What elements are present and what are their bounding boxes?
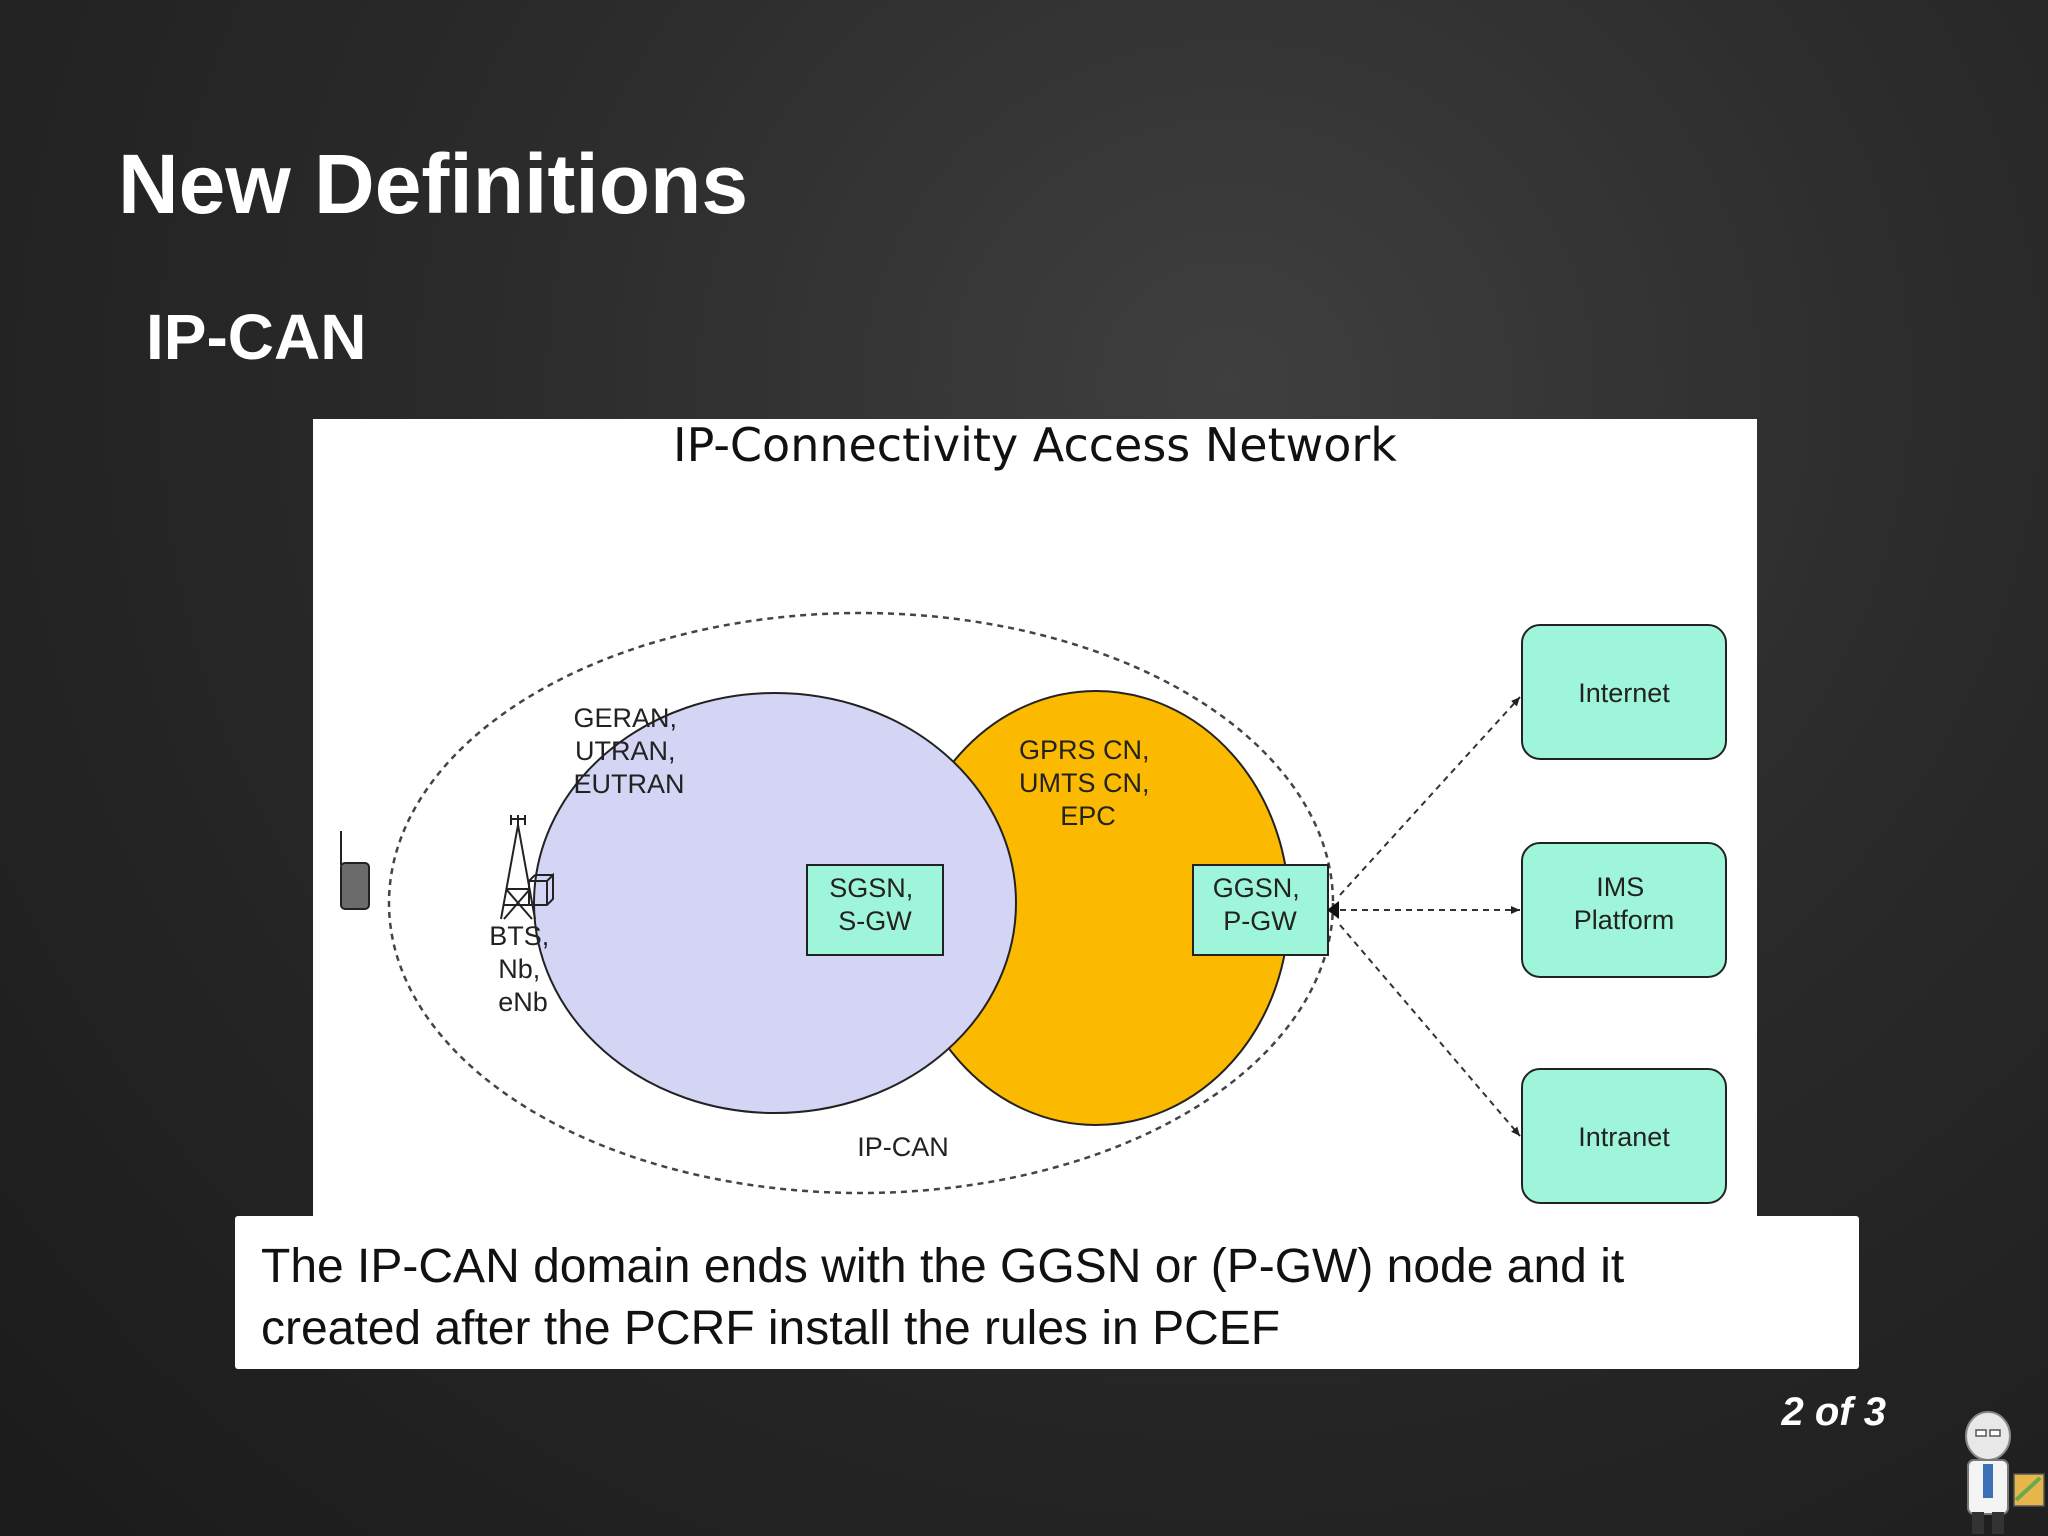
slide-subtitle: IP-CAN xyxy=(146,301,367,373)
arrow-to-intranet xyxy=(1339,924,1521,1137)
mobile-phone-icon xyxy=(340,831,370,910)
ims-platform-node: IMS Platform xyxy=(1521,842,1727,978)
diagram-title: IP-Connectivity Access Network xyxy=(673,419,1397,472)
core-network-label: GPRS CN, UMTS CN, EPC xyxy=(1019,735,1157,831)
base-station-tower-icon xyxy=(500,815,554,920)
ip-can-boundary xyxy=(387,611,1335,1195)
sgsn-node: SGSN, S-GW xyxy=(806,864,944,956)
ggsn-node: GGSN, P-GW xyxy=(1192,864,1329,956)
ip-can-diagram: IP-Connectivity Access Network GERAN, UT… xyxy=(313,419,1757,1219)
ran-label: GERAN, UTRAN, EUTRAN xyxy=(573,703,684,799)
caption-text: The IP-CAN domain ends with the GGSN or … xyxy=(261,1236,1833,1360)
intranet-node: Intranet xyxy=(1521,1068,1727,1204)
caption-line-1: The IP-CAN domain ends with the GGSN or … xyxy=(261,1240,1625,1293)
svg-text:Intranet: Intranet xyxy=(1578,1122,1670,1152)
ran-ellipse xyxy=(533,692,1017,1114)
svg-text:Internet: Internet xyxy=(1578,678,1670,708)
svg-text:GGSN, P-GW: GGSN, P-GW xyxy=(1213,873,1308,936)
svg-text:IMS Platform: IMS Platform xyxy=(1574,872,1675,935)
caption-box: The IP-CAN domain ends with the GGSN or … xyxy=(235,1216,1859,1369)
base-station-label: BTS, Nb, eNb xyxy=(489,921,557,1017)
internet-node: Internet xyxy=(1521,624,1727,760)
svg-text:SGSN, S-GW: SGSN, S-GW xyxy=(829,873,921,936)
mascot-icon xyxy=(1965,1411,2045,1534)
slide-title: New Definitions xyxy=(118,137,749,231)
ggsn-connector-icon xyxy=(1327,901,1339,919)
ip-can-label: IP-CAN xyxy=(857,1132,949,1162)
page-indicator: 2 of 3 xyxy=(1781,1390,1886,1434)
arrow-to-internet xyxy=(1339,696,1521,896)
caption-line-2: created after the PCRF install the rules… xyxy=(261,1302,1281,1355)
